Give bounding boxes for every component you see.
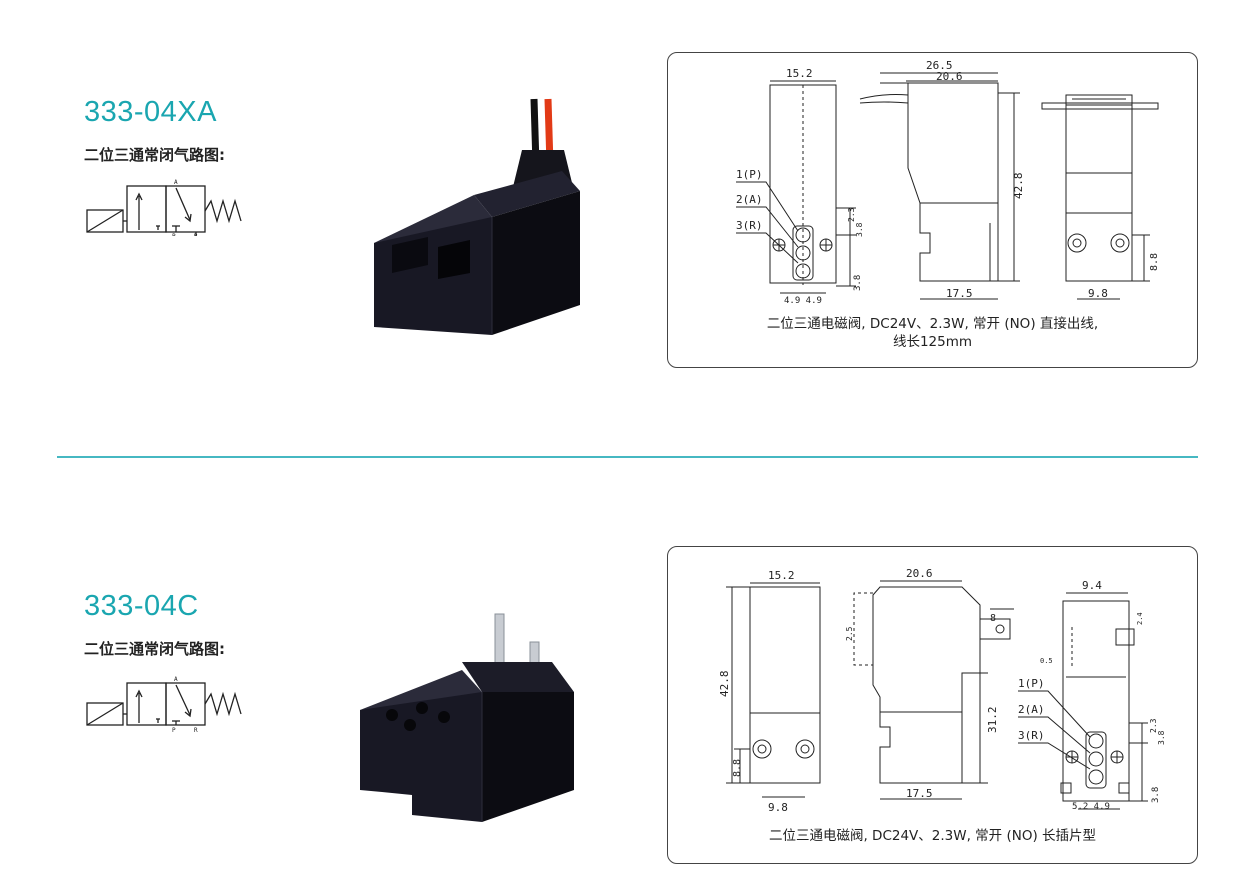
dim-side-tab: 8 [990,613,996,624]
dim-side-height: 31.2 [986,707,999,734]
flow-arrow-diag [175,684,191,716]
flow-arrow-diag [175,187,191,221]
pneumatic-symbol-diagram: A P R [86,179,242,236]
spring-symbol [204,691,242,717]
dimension-drawing-panel: 15.2 26.5 20.6 42.8 17.5 9.8 8.8 2.3 3.8… [667,52,1198,368]
port-p-label: P [172,727,176,733]
dim-side-bottom: 17.5 [906,787,933,800]
valve-position-left [126,185,167,233]
valve-photo-wired [374,98,580,335]
dim-v2: 3.8 [1157,730,1166,745]
dimension-drawing: 15.2 26.5 20.6 42.8 17.5 9.8 8.8 2.3 3.8… [736,59,1160,306]
port-1-label: 1(P) [736,168,763,181]
dim-side-outer-width: 26.5 [926,59,953,72]
dimension-drawing-panel: 15.2 42.8 9.8 8.8 20.6 8 2.5 31.2 17.5 9… [667,546,1198,864]
dim-back-small-2: 0.5 [1040,657,1053,665]
section-divider [57,456,1198,458]
port-3-label: 3(R) [1018,729,1045,742]
solenoid-diagonal [86,702,124,726]
dim-back-bottom: 5.2 4.9 [1072,802,1110,812]
solenoid-diagonal [86,209,124,233]
port-3-label: 3(R) [736,219,763,232]
dim-back-small-1: 2.4 [1136,612,1144,625]
port-a-label: A [174,179,178,186]
port-p-label: P [172,233,176,236]
model-title: 333-04XA [84,96,217,128]
spring-symbol [204,198,242,224]
valve-position-left [126,682,167,726]
dim-v1: 2.3 [1149,718,1158,733]
dim-v2: 3.8 [855,222,864,237]
dim-front-bottom: 9.8 [768,801,788,814]
port-r-label: R [194,727,198,733]
caption-line: 线长125mm [892,334,973,350]
dim-side-bottom: 17.5 [946,287,973,300]
circuit-subtitle: 二位三通常闭气路图: [84,146,225,164]
dimension-drawing: 15.2 42.8 9.8 8.8 20.6 8 2.5 31.2 17.5 9… [718,567,1166,814]
model-title: 333-04C [84,590,199,622]
dim-v3: 3.8 [853,275,863,291]
port-recess [438,240,470,279]
dim-side-height: 42.8 [1012,173,1025,200]
pneumatic-symbol-diagram: A P R [86,676,242,733]
drawing-caption: 二位三通电磁阀, DC24V、2.3W, 常开 (NO) 直接出线, 线长125… [668,315,1197,351]
dim-side-dash: 2.5 [845,626,854,641]
port-1-label: 1(P) [1018,677,1045,690]
valve-position-right [165,185,206,233]
circuit-subtitle: 二位三通常闭气路图: [84,640,225,658]
dim-side-width: 20.6 [906,567,933,580]
dim-v3: 3.8 [1151,787,1161,803]
valve-photo-plug [360,613,574,822]
dim-back-height: 8.8 [1149,253,1160,271]
dim-front-bottom: 4.9 4.9 [784,296,822,306]
dim-back-width: 9.4 [1082,579,1102,592]
dim-front-width: 15.2 [768,569,795,582]
port-a-label: A [174,676,178,683]
dim-side-width: 20.6 [936,70,963,83]
drawing-caption: 二位三通电磁阀, DC24V、2.3W, 常开 (NO) 长插片型 [668,827,1197,845]
caption-line: 二位三通电磁阀, DC24V、2.3W, 常开 (NO) 长插片型 [768,828,1097,844]
port-r-label: R [194,233,198,236]
dim-back-bottom: 9.8 [1088,287,1108,300]
dim-front-height: 42.8 [718,671,731,698]
caption-line: 二位三通电磁阀, DC24V、2.3W, 常开 (NO) 直接出线, [766,316,1099,332]
port-2-label: 2(A) [736,193,763,206]
dim-v1: 2.3 [847,207,856,222]
dim-front-small: 8.8 [732,759,743,777]
port-2-label: 2(A) [1018,703,1045,716]
dim-front-width: 15.2 [786,67,813,80]
